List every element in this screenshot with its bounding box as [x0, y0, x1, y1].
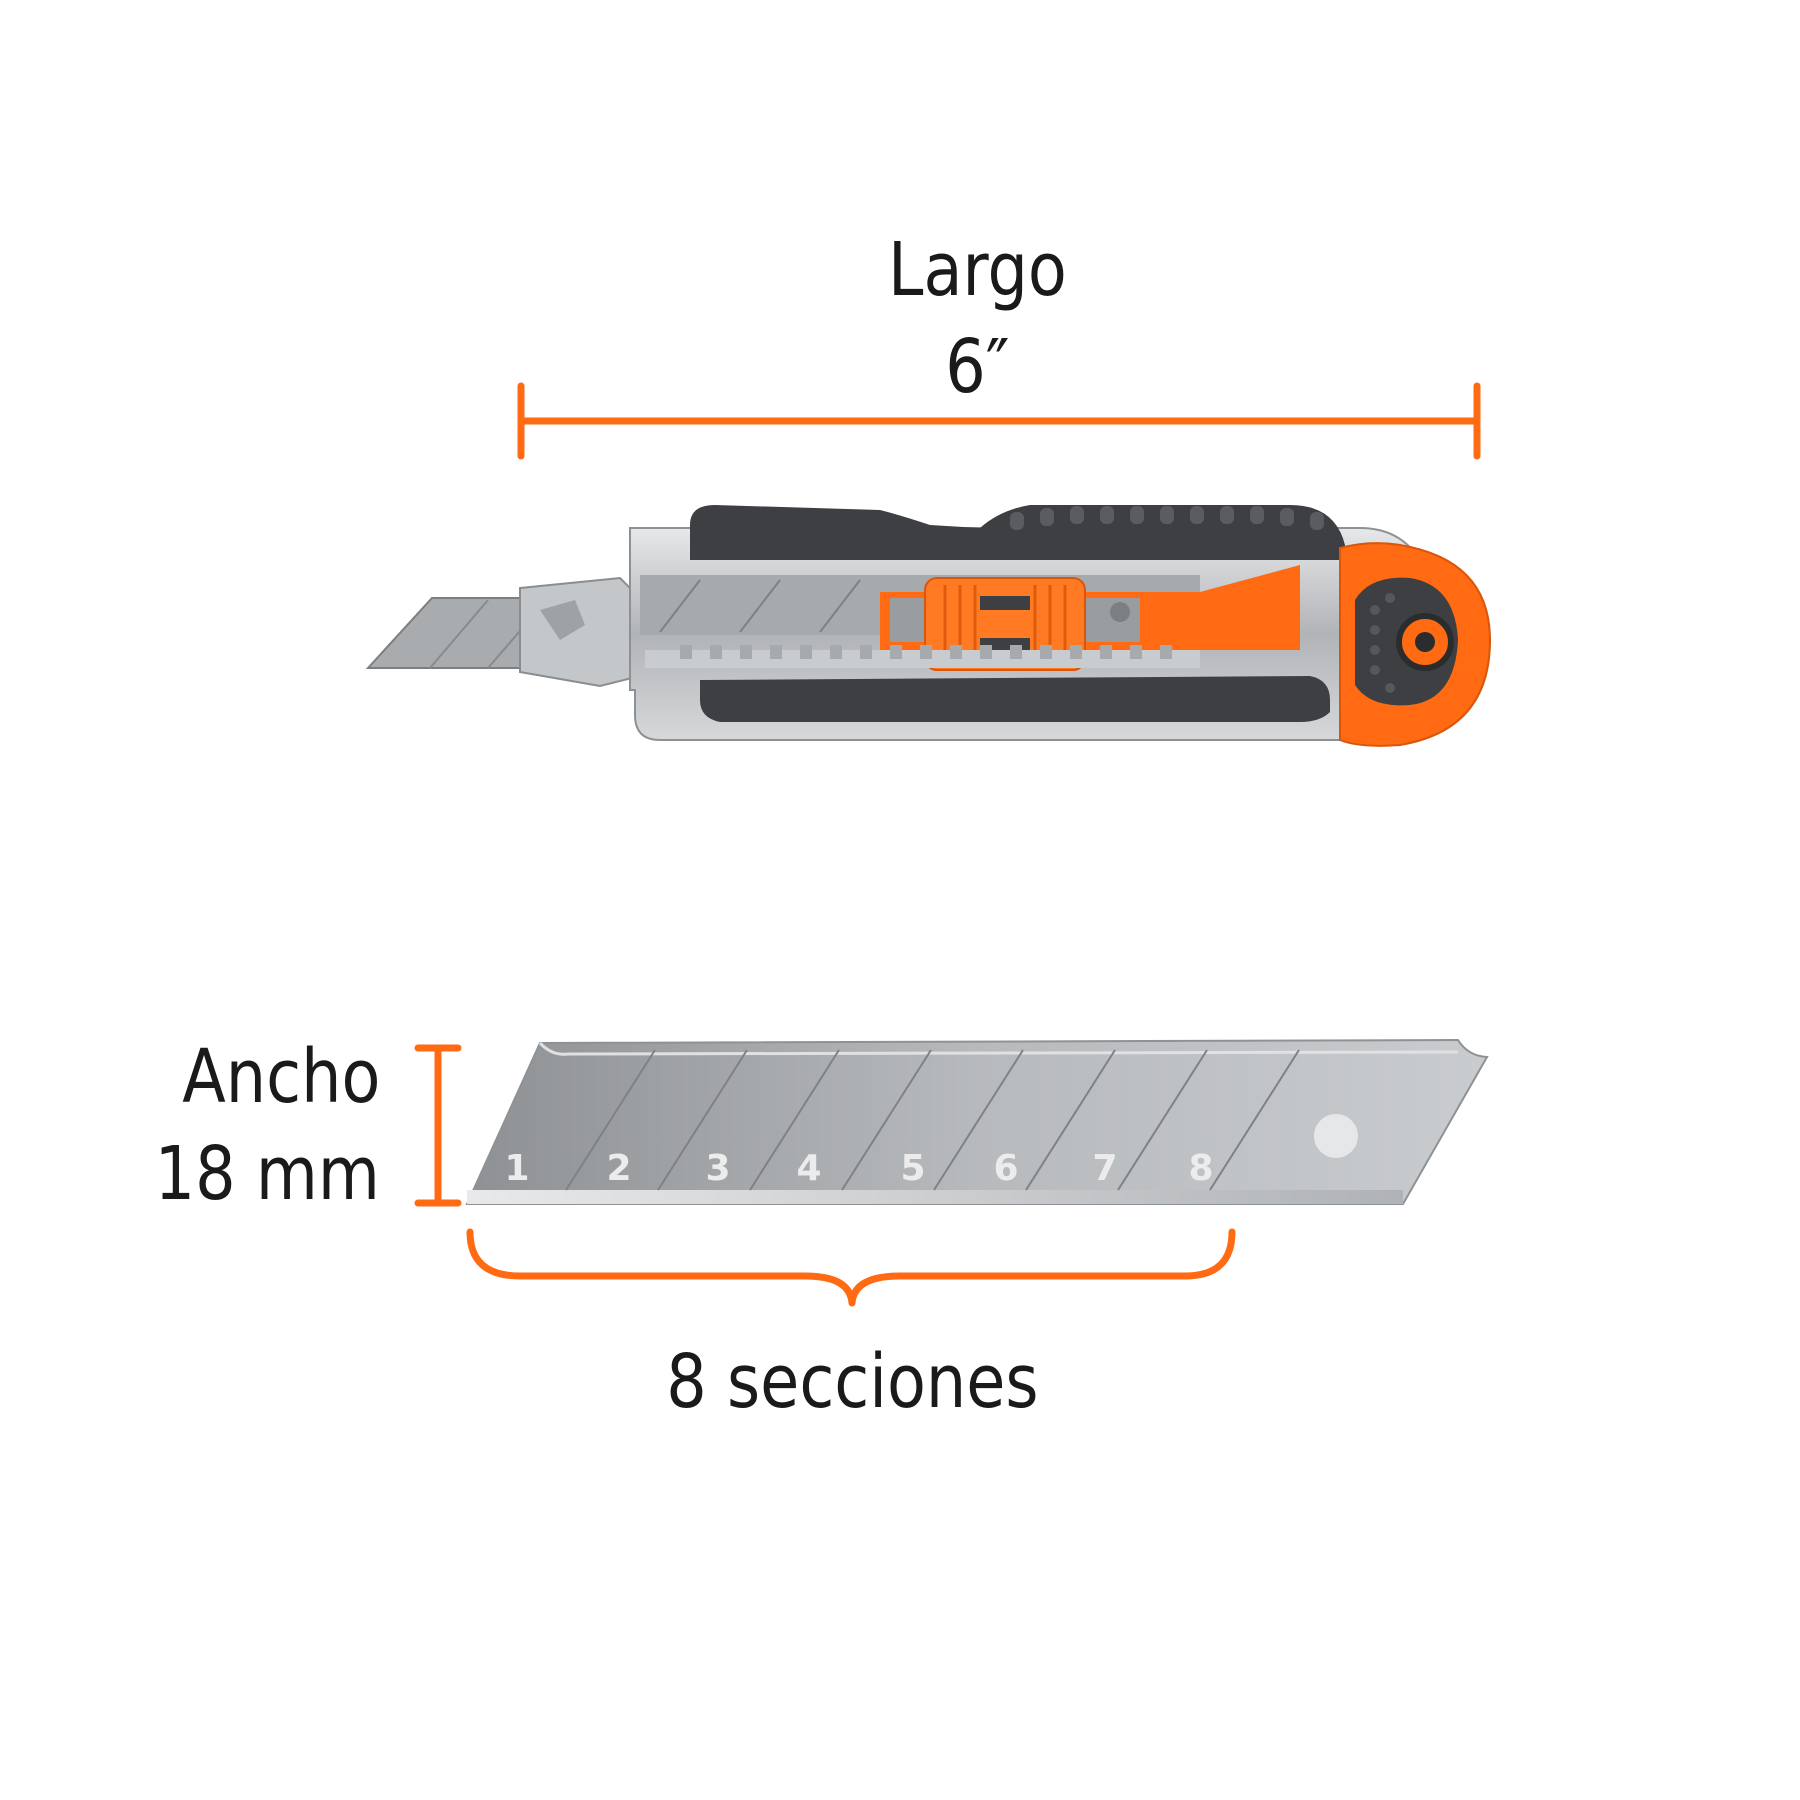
section-number: 6 — [993, 1148, 1018, 1189]
blade-hole-icon — [1314, 1114, 1358, 1158]
section-number: 7 — [1092, 1148, 1117, 1189]
section-number: 8 — [1188, 1148, 1213, 1189]
sections-label: 8 secciones — [666, 1339, 1039, 1425]
section-number: 4 — [796, 1148, 821, 1189]
section-number: 2 — [606, 1148, 631, 1189]
width-dimension-line — [414, 1044, 462, 1207]
length-label: Largo — [888, 227, 1067, 313]
length-value: 6″ — [945, 324, 1010, 410]
section-number: 5 — [900, 1148, 925, 1189]
sections-brace — [466, 1228, 1236, 1307]
upper-grip — [690, 505, 1345, 560]
width-value: 18 mm — [154, 1131, 380, 1217]
cutter-knife-image — [365, 505, 1492, 747]
width-label: Ancho — [181, 1034, 380, 1120]
section-number: 1 — [504, 1148, 529, 1189]
length-dimension-line — [517, 382, 1481, 460]
section-number: 3 — [705, 1148, 730, 1189]
snap-off-blade-image: 1 2 3 4 5 6 7 8 — [465, 1038, 1489, 1205]
lower-grip — [700, 676, 1330, 722]
